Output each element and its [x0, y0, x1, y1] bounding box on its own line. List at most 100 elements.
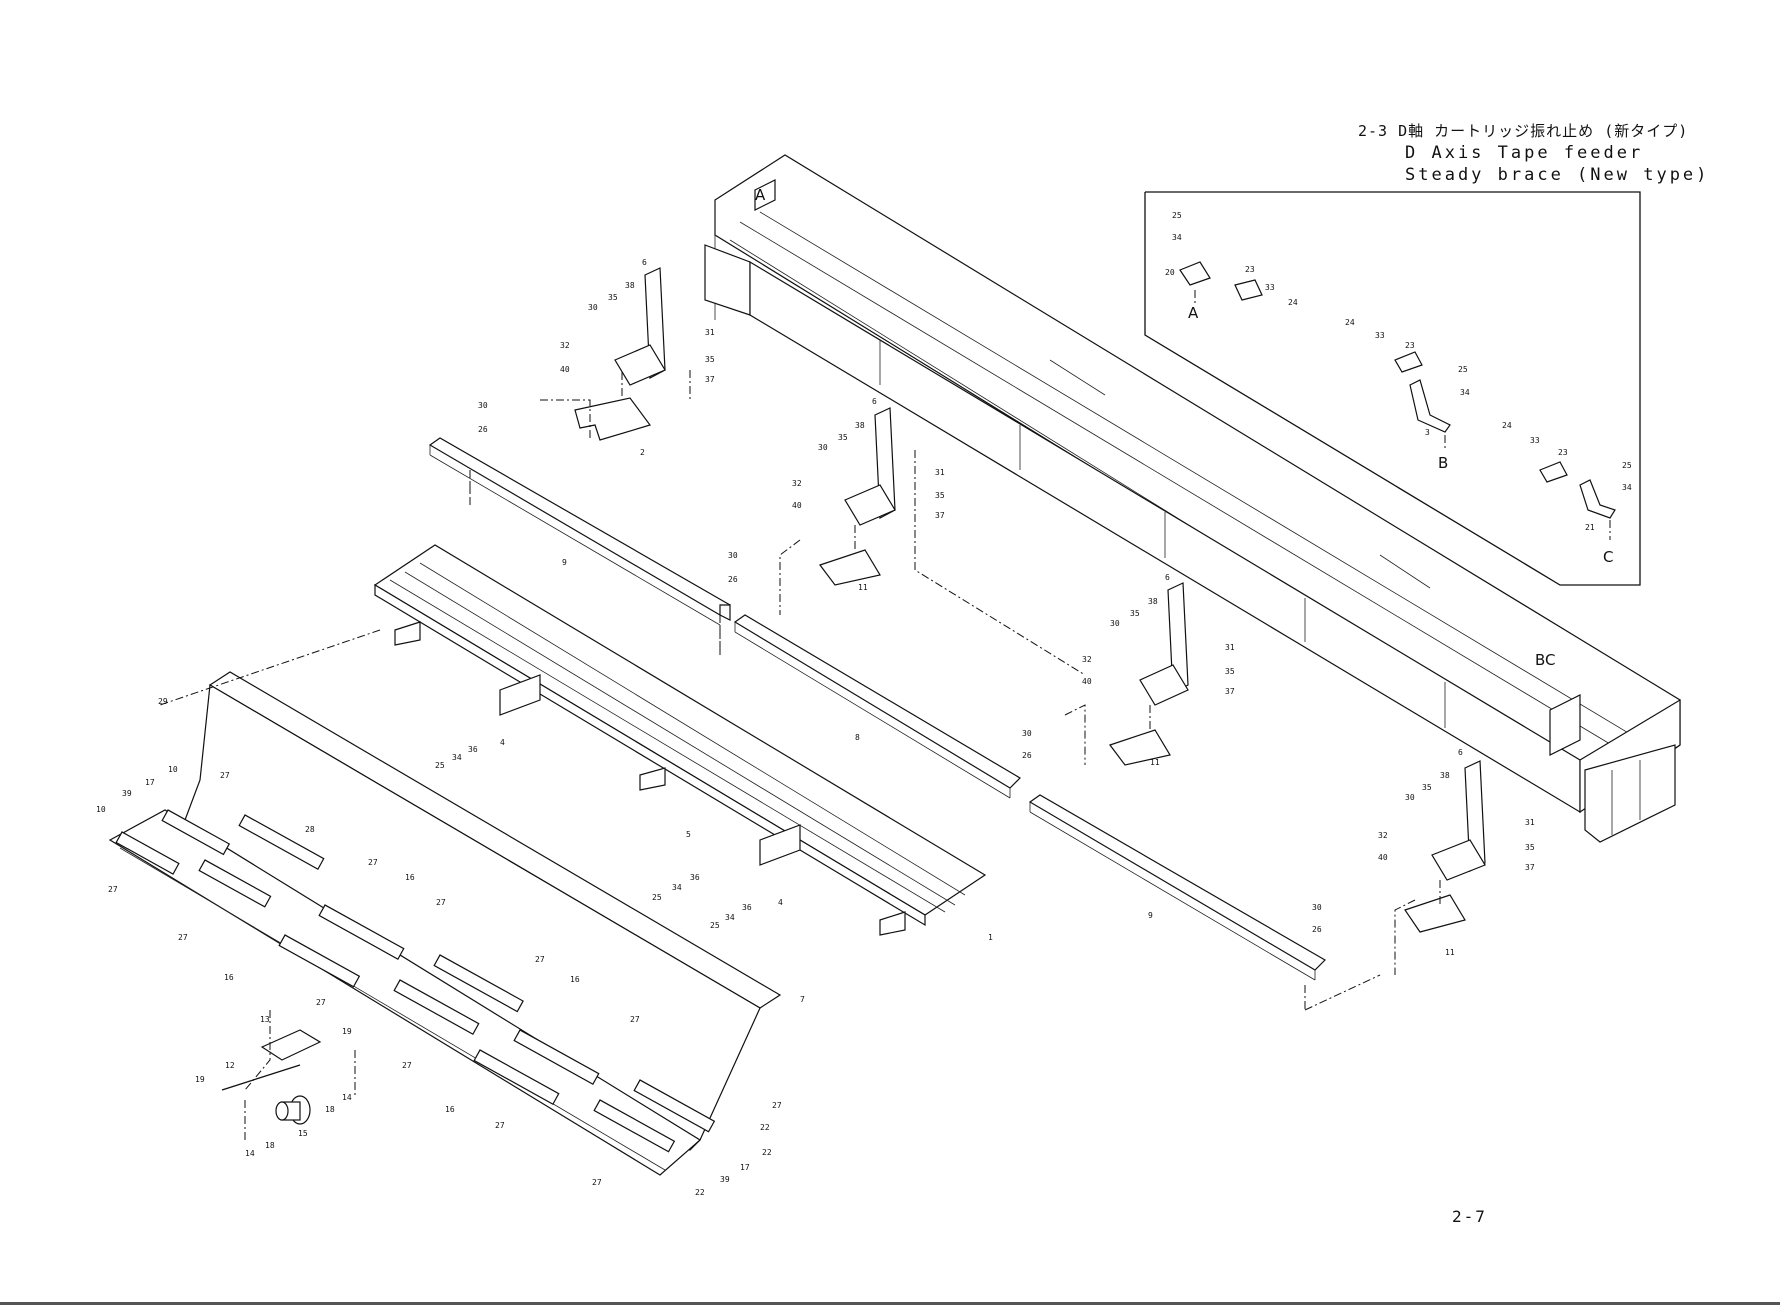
- callout-11: 11: [1150, 758, 1160, 767]
- callout-17: 17: [740, 1163, 750, 1172]
- callout-30: 30: [1405, 793, 1415, 802]
- connector-lines: [159, 399, 1416, 1091]
- callout-27: 27: [592, 1178, 602, 1187]
- callout-18: 18: [325, 1105, 335, 1114]
- callout-15: 15: [298, 1129, 308, 1138]
- callout-31: 31: [935, 468, 945, 477]
- callout-20: 20: [1165, 268, 1175, 277]
- callout-6: 6: [872, 397, 877, 406]
- page-number: 2-7: [1452, 1207, 1487, 1226]
- callout-27: 27: [178, 933, 188, 942]
- bar-9-lower: [1028, 794, 1381, 1011]
- callout-6: 6: [642, 258, 647, 267]
- callout-40: 40: [1082, 677, 1092, 686]
- callout-35: 35: [935, 491, 945, 500]
- callout-35: 35: [1225, 667, 1235, 676]
- callout-40: 40: [1378, 853, 1388, 862]
- callout-37: 37: [935, 511, 945, 520]
- callout-26: 26: [478, 425, 488, 434]
- callout-3: 3: [1425, 428, 1430, 437]
- callout-24: 24: [1288, 298, 1298, 307]
- bracket-assembly-1: [574, 267, 691, 441]
- callout-23: 23: [1558, 448, 1568, 457]
- callout-38: 38: [855, 421, 865, 430]
- callout-36: 36: [468, 745, 478, 754]
- callout-35: 35: [1130, 609, 1140, 618]
- callout-19: 19: [195, 1075, 205, 1084]
- callout-10: 10: [168, 765, 178, 774]
- callout-27: 27: [220, 771, 230, 780]
- comb-blocks: [115, 809, 716, 1153]
- callout-29: 29: [158, 697, 168, 706]
- callout-22: 22: [762, 1148, 772, 1157]
- callout-18: 18: [265, 1141, 275, 1150]
- main-frame: [704, 154, 1681, 843]
- callout-4: 4: [500, 738, 505, 747]
- callout-30: 30: [588, 303, 598, 312]
- callout-33: 33: [1530, 436, 1540, 445]
- callout-8: 8: [855, 733, 860, 742]
- callout-37: 37: [705, 375, 715, 384]
- callout-11: 11: [858, 583, 868, 592]
- bracket-assembly-2: [819, 407, 896, 586]
- callout-25: 25: [435, 761, 445, 770]
- callout-22: 22: [760, 1123, 770, 1132]
- callout-31: 31: [1525, 818, 1535, 827]
- callout-27: 27: [108, 885, 118, 894]
- callout-26: 26: [728, 575, 738, 584]
- callout-25: 25: [652, 893, 662, 902]
- callout-16: 16: [570, 975, 580, 984]
- callout-40: 40: [792, 501, 802, 510]
- callout-5: 5: [686, 830, 691, 839]
- callout-33: 33: [1265, 283, 1275, 292]
- title-english-line2: Steady brace (New type): [1405, 165, 1710, 185]
- detail-markers: A A B C BC: [755, 186, 1613, 669]
- callout-36: 36: [690, 873, 700, 882]
- callout-25: 25: [710, 921, 720, 930]
- callout-23: 23: [1245, 265, 1255, 274]
- bar-9-upper: [428, 437, 731, 655]
- callout-4: 4: [778, 898, 783, 907]
- callout-30: 30: [1110, 619, 1120, 628]
- callout-32: 32: [1082, 655, 1092, 664]
- callout-27: 27: [368, 858, 378, 867]
- callout-35: 35: [705, 355, 715, 364]
- callout-30: 30: [818, 443, 828, 452]
- callout-25: 25: [1458, 365, 1468, 374]
- marker-bc-frame: BC: [1535, 651, 1556, 669]
- callout-16: 16: [445, 1105, 455, 1114]
- marker-a-detail: A: [1188, 304, 1199, 322]
- callout-9: 9: [1148, 911, 1153, 920]
- callout-30: 30: [478, 401, 488, 410]
- callout-22: 22: [695, 1188, 705, 1197]
- callout-23: 23: [1405, 341, 1415, 350]
- callout-12: 12: [225, 1061, 235, 1070]
- callout-9: 9: [562, 558, 567, 567]
- bar-8: [719, 610, 1021, 799]
- callout-40: 40: [560, 365, 570, 374]
- callout-labels: 6 38 35 30 31 32 35 40 37 30 26 2 9 30 2…: [96, 211, 1632, 1197]
- callout-21: 21: [1585, 523, 1595, 532]
- callout-32: 32: [560, 341, 570, 350]
- callout-27: 27: [630, 1015, 640, 1024]
- callout-27: 27: [436, 898, 446, 907]
- callout-32: 32: [792, 479, 802, 488]
- callout-26: 26: [1022, 751, 1032, 760]
- callout-30: 30: [728, 551, 738, 560]
- callout-16: 16: [224, 973, 234, 982]
- callout-34: 34: [725, 913, 735, 922]
- callout-38: 38: [1440, 771, 1450, 780]
- callout-32: 32: [1378, 831, 1388, 840]
- callout-31: 31: [1225, 643, 1235, 652]
- callout-19: 19: [342, 1027, 352, 1036]
- callout-35: 35: [608, 293, 618, 302]
- callout-38: 38: [625, 281, 635, 290]
- callout-27: 27: [535, 955, 545, 964]
- title-japanese: 2-3 D軸 カートリッジ振れ止め (新タイプ): [1358, 122, 1689, 140]
- callout-2: 2: [640, 448, 645, 457]
- rail-assembly: [373, 544, 987, 936]
- callout-11: 11: [1445, 948, 1455, 957]
- title-english-line1: D Axis Tape feeder: [1405, 143, 1644, 163]
- callout-33: 33: [1375, 331, 1385, 340]
